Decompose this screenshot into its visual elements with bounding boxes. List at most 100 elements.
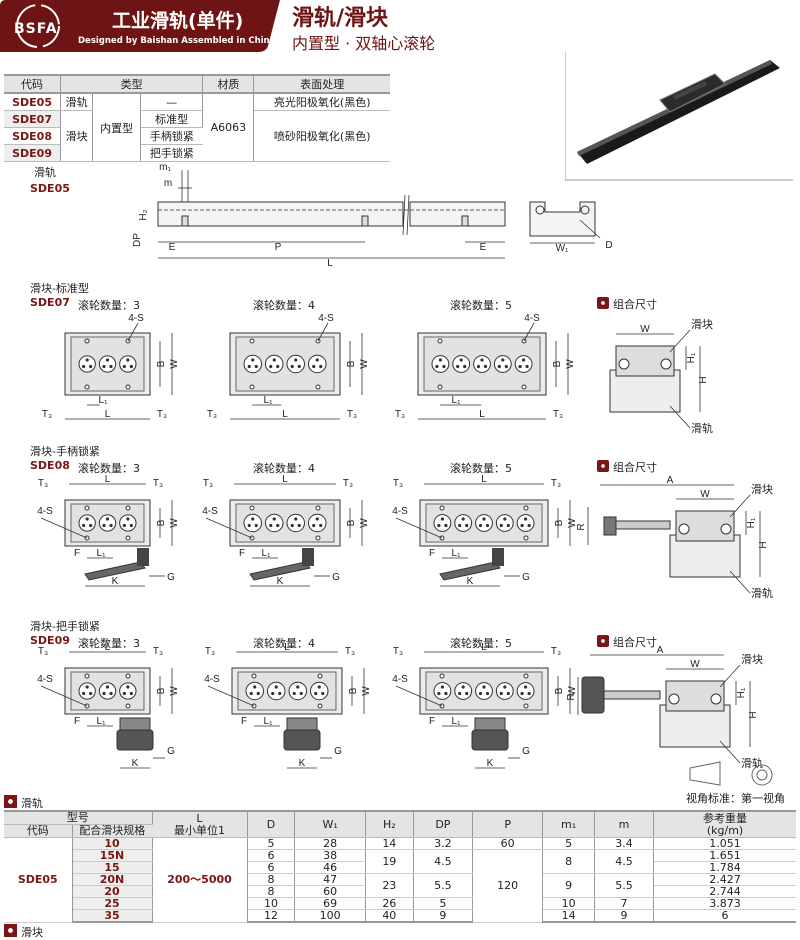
roller-pin <box>504 364 508 369</box>
lock-handle-end <box>603 516 617 536</box>
dim-B: B <box>552 360 563 367</box>
weight-cell: 1.651 <box>653 849 796 862</box>
dim-B: B <box>554 687 565 694</box>
label-block: 滑块 <box>691 318 713 331</box>
roller-pin <box>442 364 446 369</box>
dim-4-S: 4-S <box>392 506 408 517</box>
spec-cell: 15 <box>72 861 153 874</box>
lock-shaft <box>609 520 671 530</box>
rail-drawing-code: SDE05 <box>30 182 70 195</box>
col-m: m <box>594 810 655 838</box>
dim-L1: L₁ <box>452 716 462 727</box>
roller-pin <box>440 685 444 689</box>
dim-G: G <box>522 572 530 583</box>
dim-4-S: 4-S <box>318 313 334 324</box>
roller-pin <box>269 364 273 369</box>
combo-dimension-title: 组合尺寸 <box>597 296 657 312</box>
roller <box>288 681 307 701</box>
roller-pin <box>109 523 113 528</box>
roller-pin <box>299 691 303 696</box>
roller <box>454 682 473 700</box>
dimension-line <box>40 685 88 707</box>
dimension-line <box>729 494 751 518</box>
banner-background <box>0 0 280 52</box>
dim-L: L <box>105 409 111 420</box>
roller <box>286 354 305 374</box>
roller <box>475 514 493 532</box>
D-cell: 10 <box>247 897 296 910</box>
combo-roller <box>660 358 672 370</box>
dim-A: A <box>657 645 664 656</box>
material-cell: A6063 <box>202 93 255 162</box>
roller-pin <box>269 523 273 528</box>
roller-pin <box>247 523 251 528</box>
roller-pin <box>271 691 275 696</box>
combo-dimension-title: 组合尺寸 <box>597 634 657 650</box>
dim-R: R <box>576 523 587 530</box>
mount-hole <box>84 338 90 344</box>
weight-cell: 6 <box>653 909 796 923</box>
roller <box>265 354 284 374</box>
roller-pin <box>105 358 110 362</box>
section-code: SDE07 <box>30 296 70 309</box>
W1-cell: 100 <box>294 909 366 923</box>
dim-B: B <box>346 360 357 367</box>
roller-pin <box>102 364 106 369</box>
mount-hole <box>251 673 257 679</box>
dim-K: K <box>112 576 119 587</box>
dim-F: F <box>241 716 247 727</box>
roller-pin <box>122 523 126 528</box>
dim-L: L <box>481 474 487 485</box>
mount-hole <box>315 535 321 541</box>
roller-pin <box>82 364 86 369</box>
roller-pin <box>126 685 130 689</box>
sub-cell: 把手锁紧 <box>140 144 203 162</box>
roller-pin <box>102 691 106 696</box>
dim-W: W <box>359 359 370 369</box>
roller-pin <box>478 691 483 696</box>
roller-pin <box>251 517 255 521</box>
dim-A: A <box>667 475 674 486</box>
roller-pin <box>312 523 316 528</box>
roller-count-label: 滚轮数量：3 <box>78 299 140 312</box>
roller-pin <box>482 685 486 689</box>
m-cell: 3.4 <box>594 837 655 850</box>
roller-pin <box>480 358 484 362</box>
D-cell: 5 <box>247 837 296 850</box>
brand-title: 工业滑轨(单件) <box>112 10 244 32</box>
roller <box>454 514 473 532</box>
dim-L1: L₁ <box>452 395 462 406</box>
weight-cell: 1.051 <box>653 837 796 850</box>
code-cell: SDE08 <box>4 127 62 145</box>
roller-pin <box>527 523 531 528</box>
roller-pin <box>444 691 448 696</box>
dim-W: W <box>567 686 578 696</box>
section-title: 滑块-标准型 <box>30 282 89 295</box>
roller-pin <box>482 517 486 521</box>
m1-cell: 8 <box>542 849 595 874</box>
dimension-line <box>719 664 741 688</box>
roller-pin <box>297 523 301 528</box>
dim-T3: T₃ <box>157 409 167 420</box>
dim-K: K <box>299 758 306 769</box>
dimension-line <box>395 685 443 707</box>
roller-pin <box>129 691 133 696</box>
roller-pin <box>251 358 255 362</box>
roller-pin <box>463 364 467 369</box>
dim-4-S: 4-S <box>37 506 53 517</box>
dim-F: F <box>429 548 435 559</box>
col-match: 配合滑块规格 <box>72 824 152 838</box>
roller-pin <box>503 517 507 521</box>
roller-pin <box>294 358 298 362</box>
roller <box>452 355 471 373</box>
dimension-line <box>729 570 751 594</box>
spec-cell: 35 <box>72 909 153 923</box>
dim-T3: T₃ <box>345 646 355 657</box>
dim-L: L <box>282 474 288 485</box>
roller <box>431 355 450 373</box>
dim-H1: H₁ <box>746 517 757 528</box>
lock-handle <box>84 561 146 581</box>
sub-cell: — <box>140 93 204 111</box>
roller-pin <box>437 523 441 528</box>
